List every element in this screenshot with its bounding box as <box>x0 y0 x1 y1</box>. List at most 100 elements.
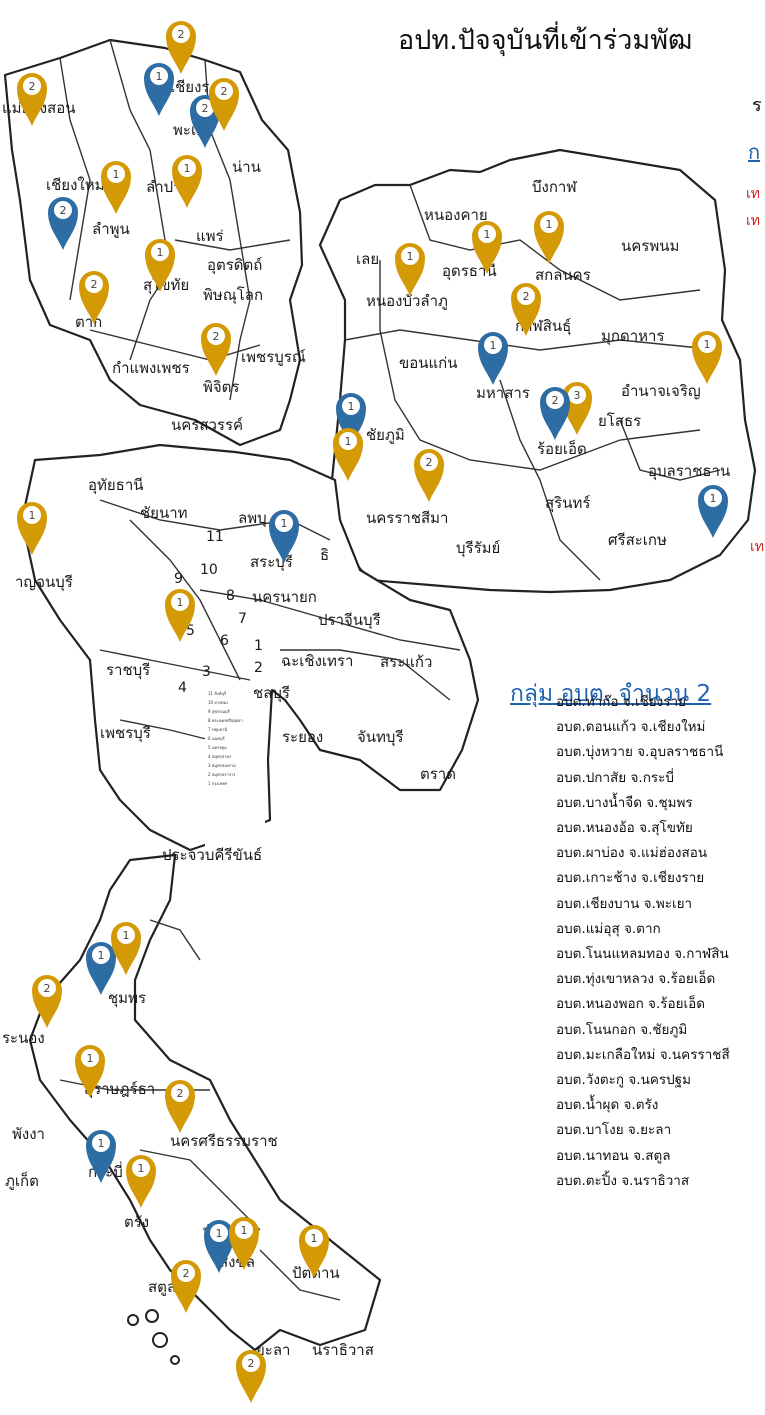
legend-tiny-item: 2 สมุทรปราการ <box>208 772 236 778</box>
label-sisaket: ศรีสะเกษ <box>608 531 667 549</box>
map-pin-blue: 1 <box>698 485 728 538</box>
label-surin: สุรินทร์ <box>545 494 590 513</box>
legend-tiny-item: 1 กรุงเทพฯ <box>208 781 227 787</box>
map-pin-gold: 1 <box>111 922 141 975</box>
central-region-shape <box>20 443 480 852</box>
central-num-10: 10 <box>200 562 218 578</box>
bangkok-legend-box <box>205 690 265 850</box>
legend-tiny-item: 8 พระนครศรีอยุธยา <box>208 718 243 724</box>
central-num-4: 4 <box>178 680 187 696</box>
label-phangnga: พังงา <box>12 1125 45 1143</box>
list-item: อบต.โนนแหลมทอง จ.กาฬสิน <box>556 946 729 963</box>
list-item: อบต.บุ่งหวาย จ.อุบลราชธานี <box>556 744 724 761</box>
pin-count-label: 1 <box>184 162 191 175</box>
list-item: อบต.บางน้ำจืด จ.ชุมพร <box>556 794 693 811</box>
list-item: อบต.ผาบ่อง จ.แม่ฮ่องสอน <box>556 845 708 862</box>
label-lamphun: ลำพูน <box>92 220 130 238</box>
label-prachuap: ประจวบคีรีขันธ์ <box>162 846 262 864</box>
label-trang: ตรัง <box>124 1213 149 1231</box>
pin-count-label: 1 <box>704 338 711 351</box>
pin-count-label: 1 <box>98 949 105 962</box>
list-item: อบต.ดอนแก้ว จ.เชียงใหม่ <box>556 719 706 736</box>
map-pin-gold: 2 <box>17 73 47 126</box>
label-mahasarakham: มหาสาร <box>476 384 530 402</box>
list-item: อบต.เกาะช้าง จ.เชียงราย <box>556 870 705 887</box>
map-pin-blue: 1 <box>269 510 299 563</box>
pin-count-label: 2 <box>178 28 185 41</box>
page-title: อปท.ปัจจุบันที่เข้าร่วมพัฒ <box>398 25 693 56</box>
label-si: ธิ <box>320 546 329 564</box>
list-item: อบต.ท่าก๊อ จ.เชียงราย <box>556 694 687 710</box>
label-yala: ยะลา <box>256 1341 290 1359</box>
pin-count-label: 2 <box>177 1087 184 1100</box>
pin-count-label: 3 <box>574 389 581 402</box>
pin-count-label: 2 <box>523 290 530 303</box>
pin-count-label: 1 <box>348 400 355 413</box>
label-rayong: ระยอง <box>282 728 323 746</box>
map-pin-gold: 1 <box>692 331 722 384</box>
red-mark-3: เท <box>750 539 765 555</box>
central-num-9: 9 <box>174 571 183 587</box>
list-item: อบต.มะเกลือใหม่ จ.นครราชสี <box>556 1046 730 1063</box>
map-pin-gold: 2 <box>171 1260 201 1313</box>
map-pin-blue: 1 <box>144 63 174 116</box>
map-pin-gold: 2 <box>235 1349 266 1403</box>
pin-count-label: 1 <box>490 339 497 352</box>
label-buengkan: บึงกาฬ <box>532 178 577 196</box>
central-num-11: 11 <box>206 529 224 545</box>
map-pin-blue: 1 <box>336 393 366 446</box>
map-pin-gold: 1 <box>229 1217 259 1270</box>
label-chonburi: ชลบุรี <box>253 684 290 703</box>
label-prachinburi: ปราจีนบุรี <box>318 611 381 630</box>
legend-tiny-item: 4 สมุทรสาคร <box>208 754 232 760</box>
map-pin-blue: 1 <box>204 1220 234 1273</box>
legend-tiny-item: 10 อ่างทอง <box>208 700 228 705</box>
map-pin-blue: 2 <box>540 387 570 440</box>
tao-list: อบต.ท่าก๊อ จ.เชียงราย อบต.ดอนแก้ว จ.เชีย… <box>556 690 730 1194</box>
pin-count-label: 1 <box>546 218 553 231</box>
label-uthaithani: อุทัยธานี <box>88 476 144 495</box>
legend-tiny-item: 9 สุพรรณบุรี <box>208 709 230 715</box>
label-khonkaen: ขอนแก่น <box>399 354 458 372</box>
label-chachoengsao: ฉะเชิงเทรา <box>281 652 353 670</box>
label-sakonnakhon: สกลนคร <box>535 266 591 284</box>
label-loei: เลย <box>356 250 379 268</box>
pin-count-label: 1 <box>123 929 130 942</box>
map-pin-gold: 1 <box>471 220 502 274</box>
map-pin-gold: 1 <box>17 502 47 555</box>
legend-tiny-item: 11 สิงห์บุรี <box>208 691 227 697</box>
list-item: อบต.หนองอ้อ จ.สุโขทัย <box>556 820 693 837</box>
central-num-5: 5 <box>186 623 195 639</box>
map-pin-blue: 2 <box>48 197 78 250</box>
map-pin-gold: 2 <box>165 1080 195 1133</box>
central-num-3: 3 <box>202 664 211 680</box>
label-nakhonratchasima: นครราชสีมา <box>366 509 448 527</box>
label-tak: ตาก <box>75 313 102 331</box>
pin-count-label: 2 <box>60 204 67 217</box>
map-pin-gold: 3 <box>562 382 592 435</box>
pin-count-label: 1 <box>281 517 288 530</box>
pin-count-label: 1 <box>138 1162 145 1175</box>
label-chanthaburi: จันทบุรี <box>357 728 404 747</box>
label-nongbualamphu: หนองบัวลำภู <box>366 292 448 310</box>
map-pin-gold: 2 <box>201 323 231 376</box>
label-yasothon: ยโสธร <box>598 412 641 430</box>
list-item: อบต.วังตะกู จ.นครปฐม <box>556 1072 692 1089</box>
tao-group-heading: กลุ่ม อบต. จำนวน 2 <box>510 681 712 707</box>
map-pin-gold: 2 <box>414 449 444 502</box>
pin-count-label: 1 <box>710 492 717 505</box>
list-item: อบต.น้ำผุด จ.ตรัง <box>556 1097 659 1114</box>
legend-tiny-item: 6 นนทบุรี <box>208 736 225 742</box>
label-kamphaengphet: กำแพงเพชร <box>112 359 190 377</box>
label-trat: ตราด <box>420 765 456 783</box>
central-num-7: 7 <box>238 611 247 627</box>
map-pin-gold: 1 <box>101 161 131 214</box>
list-item: อบต.เชียงบาน จ.พะเยา <box>556 895 693 912</box>
label-suratthani: สุราษฎร์ธา <box>84 1080 155 1099</box>
label-chumphon: ชุมพร <box>108 989 146 1008</box>
legend-tiny-item: 7 ปทุมธานี <box>208 727 227 733</box>
label-phetchaburi: เพชรบุรี <box>100 724 151 743</box>
label-nakhonnayok: นครนายก <box>252 588 317 606</box>
list-item: อบต.บาโงย จ.ยะลา <box>556 1122 672 1139</box>
